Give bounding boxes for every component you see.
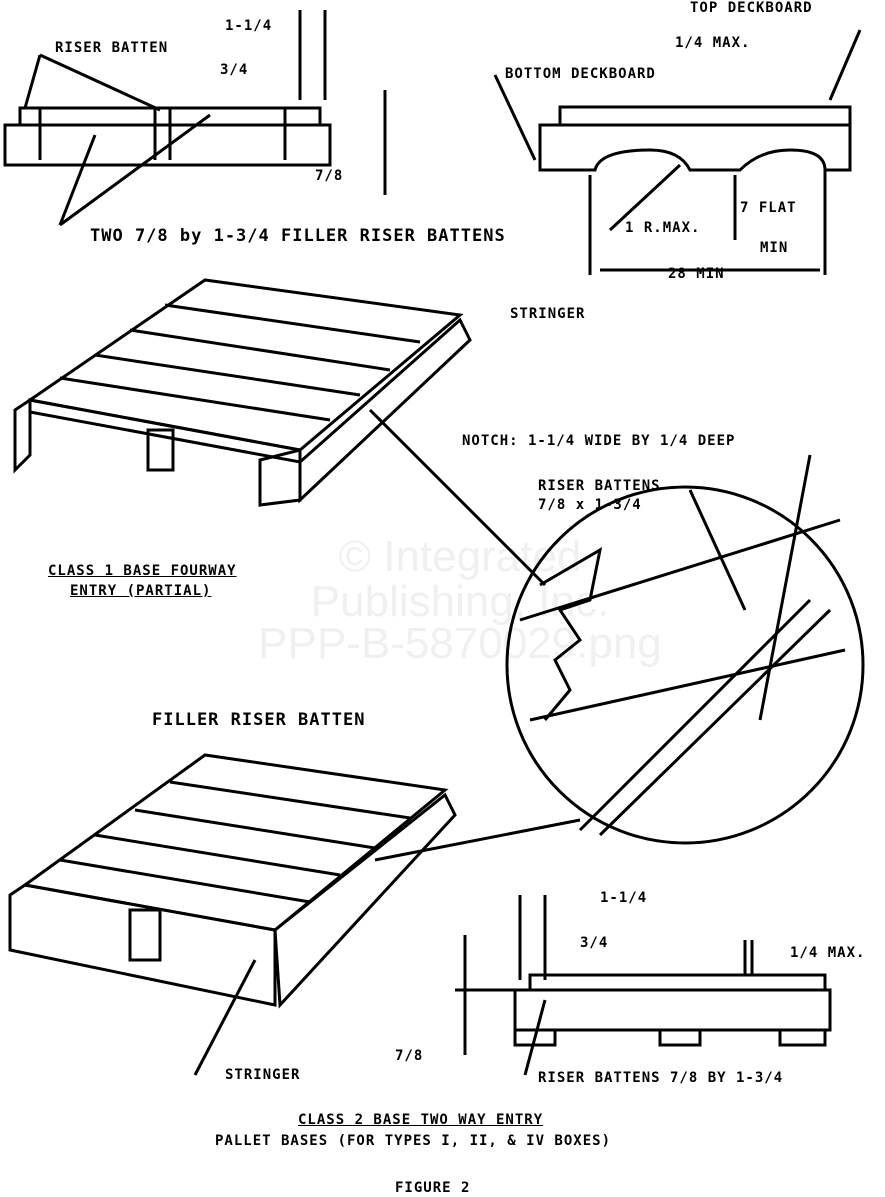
notch-detail-circle [368,408,865,862]
bottom-right-section [455,895,832,1076]
figure-number: FIGURE 2 [395,1180,471,1196]
top-deckboard-label: TOP DECKBOARD [690,0,813,16]
min-28-label: 28 MIN [668,266,725,282]
watermark-line-1: © Integrated [338,532,582,581]
dim-7-8-top: 7/8 [315,168,344,184]
class1-title-line1: CLASS 1 BASE FOURWAY [48,563,237,579]
top-right-section [493,29,862,275]
top-left-section [3,10,387,227]
riser-battens-dim: 7/8 x 1-3/4 [538,497,642,513]
watermark-line-2: Publishing, Inc. [310,577,610,626]
flat-7-label: 7 FLAT [740,200,797,216]
max-1-4-bottom: 1/4 MAX. [790,945,866,961]
dim-1-1-4-top: 1-1/4 [225,18,273,34]
class1-pallet [13,278,472,507]
filler-battens-note: TWO 7/8 by 1-3/4 FILLER RISER BATTENS [90,226,506,246]
class1-title-line2: ENTRY (PARTIAL) [70,583,212,599]
riser-battens-label: RISER BATTENS [538,478,661,494]
stringer-label-top: STRINGER [510,306,586,322]
dim-7-8-bottom: 7/8 [395,1048,424,1064]
radius-label: 1 R.MAX. [625,220,701,236]
filler-riser-batten-label: FILLER RISER BATTEN [152,710,366,730]
notch-label: NOTCH: 1-1/4 WIDE BY 1/4 DEEP [462,433,736,449]
dim-3-4-bottom: 3/4 [580,935,609,951]
dim-1-1-4-bottom: 1-1/4 [600,890,648,906]
class2-pallet [8,753,457,1076]
riser-batten-label: RISER BATTEN [55,40,169,56]
max-1-4-top: 1/4 MAX. [675,35,751,51]
dim-3-4-top: 3/4 [220,62,249,78]
class2-title: CLASS 2 BASE TWO WAY ENTRY [298,1112,544,1128]
riser-battens-bottom-label: RISER BATTENS 7/8 BY 1-3/4 [538,1070,784,1086]
bottom-deckboard-label: BOTTOM DECKBOARD [505,66,656,82]
stringer-label-bottom: STRINGER [225,1067,301,1083]
watermark-line-3: PPP-B-5870029.png [258,619,662,668]
figure-caption: PALLET BASES (FOR TYPES I, II, & IV BOXE… [215,1133,612,1149]
flat-min-label: MIN [760,240,789,256]
